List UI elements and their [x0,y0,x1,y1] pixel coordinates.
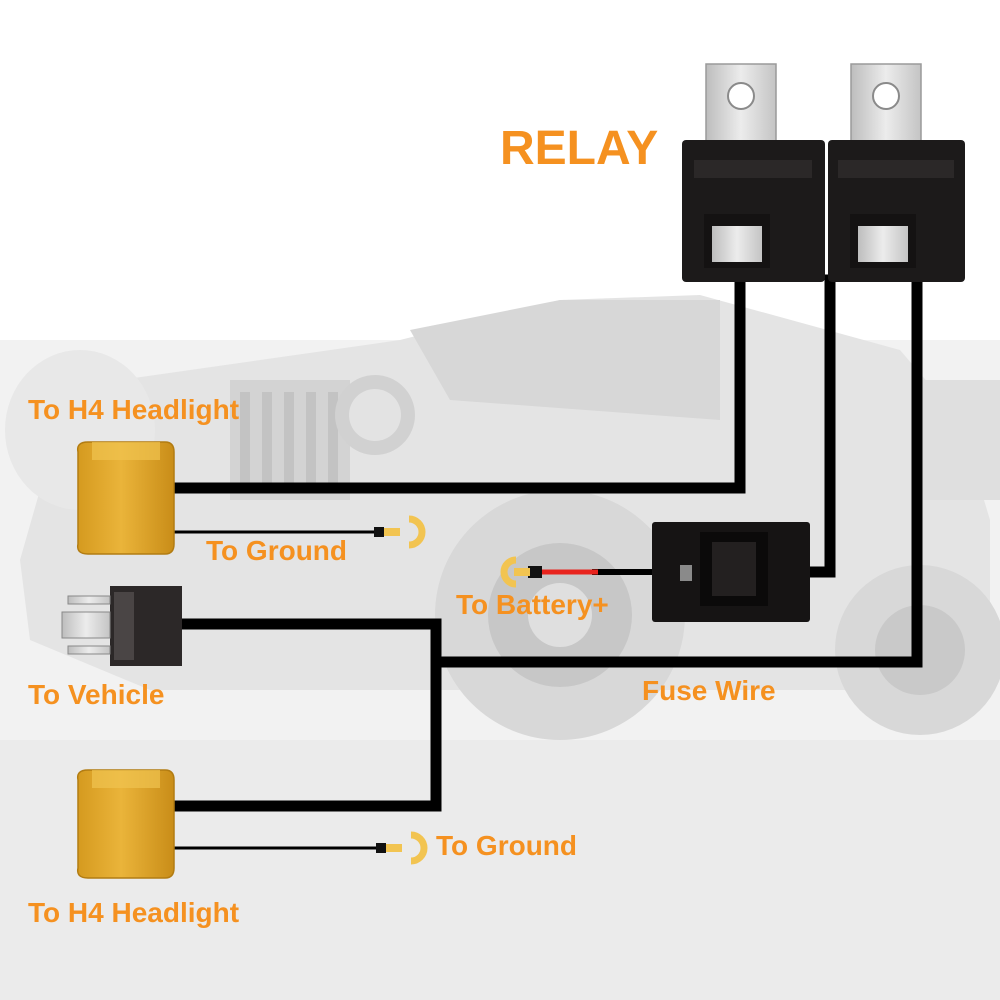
fuse-holder-icon [652,522,810,622]
label-ground-top: To Ground [206,535,347,566]
wire-ferrule [376,843,386,853]
label-fuse-wire: Fuse Wire [642,675,776,706]
wire-relay1-h4-top [164,274,746,494]
wire-ferrule [374,527,384,537]
relay-icon [682,63,825,282]
wires [164,274,923,850]
label-battery: To Battery+ [456,589,609,620]
ring-terminal-icon [386,831,428,865]
wire-vehicle-h4-bottom [166,618,442,812]
relay-title: RELAY [500,122,659,175]
wire-ferrule [528,566,542,578]
ring-terminal-icon [384,515,426,549]
label-vehicle: To Vehicle [28,679,165,710]
label-h4-headlight-top: To H4 Headlight [28,394,240,425]
label-ground-bottom: To Ground [436,830,577,861]
ring-terminal-icon [500,556,530,588]
h4-plug-icon [61,586,182,666]
h4-socket-icon [76,769,175,879]
h4-socket-icon [76,441,175,555]
wire-relay2-vehicle [436,274,923,668]
label-h4-headlight-bottom: To H4 Headlight [28,897,240,928]
relay-icon [828,63,965,282]
wire-relay1-fuse [804,274,836,578]
